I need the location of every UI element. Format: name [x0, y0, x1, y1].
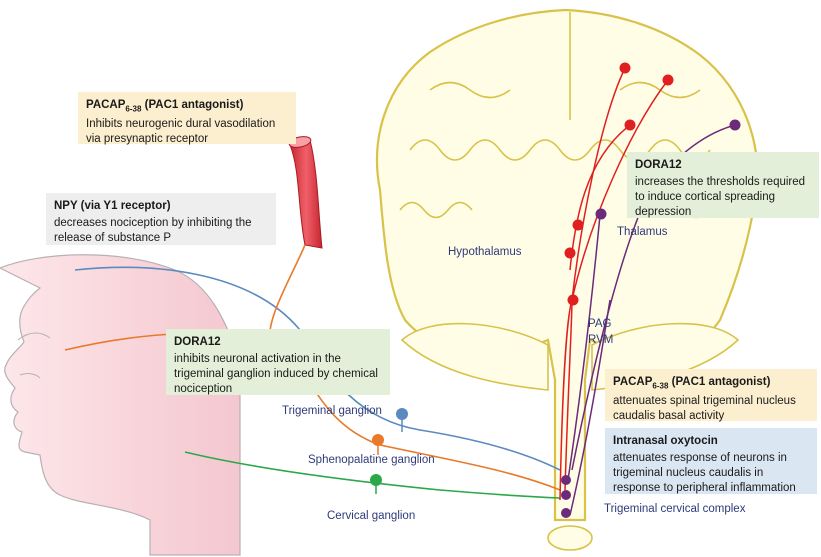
oxytocin-body: attenuates response of neurons in trigem…	[613, 451, 796, 494]
label-cervical-ganglion: Cervical ganglion	[327, 510, 416, 522]
trigeminal-ganglion-node	[396, 408, 408, 420]
label-thalamus: Thalamus	[617, 226, 668, 238]
dora12-cortical-box: DORA12 increases the thresholds required…	[627, 152, 819, 218]
npy-title: NPY (via Y1 receptor)	[54, 200, 171, 212]
pacap-dural-body: Inhibits neurogenic dural vasodilation v…	[86, 117, 276, 145]
oxytocin-title: Intranasal oxytocin	[613, 435, 718, 447]
dora12-trigeminal-title: DORA12	[174, 336, 221, 348]
sphenopalatine-ganglion-node	[372, 434, 384, 446]
pacap-dural-title: PACAP6-38 (PAC1 antagonist)	[86, 99, 244, 114]
tcc-node-2	[561, 490, 571, 500]
tcc-node-3	[561, 508, 571, 518]
cervical-ganglion-node	[370, 474, 382, 486]
dora12-trigeminal-body: inhibits neuronal activation in the trig…	[174, 352, 378, 395]
dural-vessel	[288, 136, 323, 249]
label-pag: PAG	[588, 318, 612, 330]
label-hypothalamus: Hypothalamus	[448, 246, 522, 258]
cortex-node-red-2	[662, 74, 674, 86]
label-trigeminal-cervical-complex: Trigeminal cervical complex	[604, 503, 746, 515]
pacap-spinal-title: PACAP6-38 (PAC1 antagonist)	[613, 376, 771, 391]
hypothalamus-node-2	[564, 247, 576, 259]
cortex-node-red-3	[624, 119, 636, 131]
green-nerve	[184, 451, 561, 499]
label-trigeminal-ganglion: Trigeminal ganglion	[282, 405, 382, 417]
dora12-cortical-title: DORA12	[635, 159, 682, 171]
tcc-node-1	[561, 475, 571, 485]
npy-body: decreases nociception by inhibiting the …	[54, 216, 252, 244]
dora12-trigeminal-box: DORA12 inhibits neuronal activation in t…	[166, 329, 390, 395]
npy-box: NPY (via Y1 receptor) decreases nocicept…	[46, 193, 276, 245]
hypothalamus-node-1	[572, 219, 584, 231]
label-sphenopalatine-ganglion: Sphenopalatine ganglion	[308, 454, 435, 466]
pathway-nodes	[561, 62, 741, 518]
cortex-node-purple	[729, 119, 741, 131]
ganglia	[370, 408, 408, 494]
pag-node	[567, 294, 579, 306]
label-rvm: RVM	[588, 334, 614, 346]
oxytocin-box: Intranasal oxytocin attenuates response …	[605, 428, 817, 494]
pacap-spinal-box: PACAP6-38 (PAC1 antagonist) attenuates s…	[605, 369, 817, 422]
pacap-dural-box: PACAP6-38 (PAC1 antagonist) Inhibits neu…	[78, 92, 296, 145]
pacap-spinal-body: attenuates spinal trigeminal nucleus cau…	[613, 394, 796, 422]
dora12-cortical-body: increases the thresholds required to ind…	[635, 175, 806, 218]
thalamus-node	[595, 208, 607, 220]
cortex-node-red-1	[619, 62, 631, 74]
head-silhouette	[0, 254, 241, 556]
